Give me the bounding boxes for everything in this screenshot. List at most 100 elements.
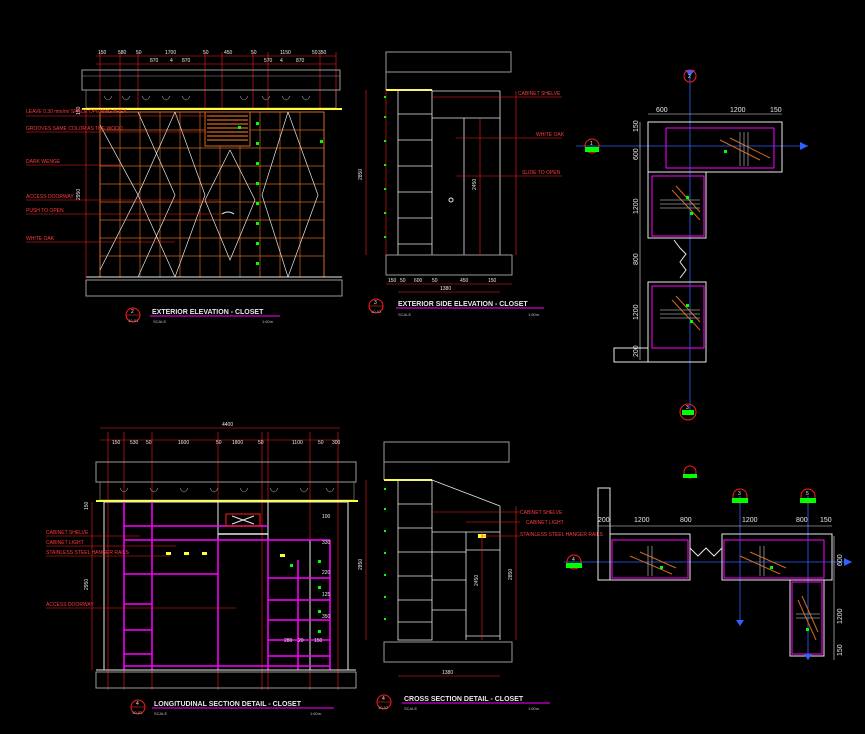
view4-dim-8: 1100 xyxy=(292,440,303,446)
plan1-bubble-1: 1 xyxy=(590,141,593,147)
label-leave-space: LEAVE 0.30 mm/m/ SPACE OPENING AREA xyxy=(26,109,127,115)
plan2-bubble-3: 3 xyxy=(738,491,741,497)
plan1-dim-top-1: 600 xyxy=(656,107,668,114)
view2-number: 3 xyxy=(374,300,377,306)
plan1-bubble-3: 3 xyxy=(686,405,689,411)
plan2-dim-top-3: 800 xyxy=(680,517,692,524)
plan2-dim-top-1: 200 xyxy=(598,517,610,524)
plan2-dim-top-4: 1200 xyxy=(742,517,758,524)
plan1-bubble-2: 2 xyxy=(688,74,691,80)
view1-title: EXTERIOR ELEVATION - CLOSET xyxy=(152,309,264,316)
dim-top-7: 50 xyxy=(251,50,257,56)
view5-title: CROSS SECTION DETAIL - CLOSET xyxy=(404,696,524,703)
plan1-dim-side-1: 150 xyxy=(633,120,640,132)
plan1-dim-side-4: 800 xyxy=(633,253,640,265)
dim-left-1: 150 xyxy=(76,106,82,115)
dim-top-6: 450 xyxy=(224,50,233,56)
label-white-oak: WHITE OAK xyxy=(26,236,55,242)
view4-title: LONGITUDINAL SECTION DETAIL - CLOSET xyxy=(154,701,302,708)
longitudinal-section-view: 4400 150 530 50 1600 50 1800 50 1100 50 … xyxy=(46,422,358,716)
dim-top-1: 150 xyxy=(98,50,107,56)
view4-inner-dim-4: 125 xyxy=(322,592,331,598)
dim-sub-5: 4 xyxy=(280,58,283,64)
view4-dim-2: 530 xyxy=(130,440,139,446)
view2-dim-b2: 50 xyxy=(400,278,406,284)
view4-dim-9: 50 xyxy=(318,440,324,446)
dim-top-5: 50 xyxy=(203,50,209,56)
view2-label-shelve: CABINET SHELVE xyxy=(518,91,561,97)
view5-scale-label: SCALE xyxy=(404,706,417,711)
dim-sub-3: 870 xyxy=(182,58,191,64)
view4-dim-left-1: 150 xyxy=(84,501,90,510)
view4-dim-7: 50 xyxy=(258,440,264,446)
label-push-to-open: PUSH TO OPEN xyxy=(26,208,64,214)
view4-inner-dim-6: 280 xyxy=(284,638,293,644)
label-grooves: GROOVES SAME COLOR AS THE WOOD xyxy=(26,126,123,132)
plan2-bubble-4: 4 xyxy=(572,557,575,563)
view2-dim-total: 1380 xyxy=(440,286,451,292)
view4-label-rails: STAINLESS STEEL HANGER RAILS xyxy=(46,550,129,556)
view4-inner-dim-1: 100 xyxy=(322,514,331,520)
view4-label-shelve: CABINET SHELVE xyxy=(46,530,89,536)
plan2-dim-side-1: 600 xyxy=(837,554,844,566)
view1-scale-label: SCALE xyxy=(153,319,166,324)
view2-label-slide: SLIDE TO OPEN xyxy=(522,170,561,176)
label-dark-wenge: DARK WENGE xyxy=(26,159,61,165)
view2-title: EXTERIOR SIDE ELEVATION - CLOSET xyxy=(398,301,528,308)
view5-dim-height-2: 2450 xyxy=(474,575,480,586)
view5-dim-height-1: 2850 xyxy=(358,559,364,570)
view2-scale: 1:60m. xyxy=(528,312,540,317)
dim-top-9: 50 xyxy=(312,50,318,56)
plan2-dim-top-2: 1200 xyxy=(634,517,650,524)
view4-number: 4 xyxy=(136,701,139,707)
dim-top-2: 580 xyxy=(118,50,127,56)
dim-sub-1: 870 xyxy=(150,58,159,64)
view4-inner-dim-7: 20 xyxy=(298,638,304,644)
dim-sub-6: 870 xyxy=(296,58,305,64)
view5-ref: 10-02 xyxy=(378,705,389,710)
plan2-dim-top-6: 150 xyxy=(820,517,832,524)
plan1-dim-side-3: 1200 xyxy=(633,198,640,214)
dim-left-2: 2950 xyxy=(76,189,82,200)
plan1-dim-side-2: 600 xyxy=(633,148,640,160)
dim-top-3: 50 xyxy=(136,50,142,56)
view4-inner-dim-3: 220 xyxy=(322,570,331,576)
view4-dim-6: 1800 xyxy=(232,440,243,446)
view2-ref: 10-01 xyxy=(371,309,382,314)
view4-label-light: CABINET LIGHT xyxy=(46,540,84,546)
view4-inner-dim-2: 330 xyxy=(322,540,331,546)
plan1-dim-side-5: 1200 xyxy=(633,304,640,320)
view5-label-rails: STAINLESS STEEL HANGER RAILS xyxy=(520,532,603,538)
view1-number: 2 xyxy=(131,309,134,315)
view4-label-access: ACCESS DOORWAY xyxy=(46,602,94,608)
view4-dim-4: 1600 xyxy=(178,440,189,446)
plan1-dim-side-6: 200 xyxy=(633,345,640,357)
cross-section-view: 2850 2450 2850 1380 CABINET SHELVE CABIN… xyxy=(358,441,603,711)
view4-dim-1: 150 xyxy=(112,440,121,446)
view5-label-light: CABINET LIGHT xyxy=(526,520,564,526)
view2-dim-b4: 50 xyxy=(432,278,438,284)
view4-scale-label: SCALE xyxy=(154,711,167,716)
view5-label-shelve: CABINET SHELVE xyxy=(520,510,563,516)
plan2-dim-side-3: 150 xyxy=(837,644,844,656)
closet-plan-view-upper: 600 1200 150 150 600 1200 800 1200 200 xyxy=(576,69,808,421)
plan1-dim-top-2: 1200 xyxy=(730,107,746,114)
view2-dim-b1: 150 xyxy=(388,278,397,284)
view4-scale: 1:60m. xyxy=(310,711,322,716)
view4-dim-3: 50 xyxy=(146,440,152,446)
view4-inner-dim-5: 350 xyxy=(322,614,331,620)
view1-ref: 10-01 xyxy=(128,318,139,323)
dim-sub-4: 570 xyxy=(264,58,273,64)
view2-dim-b6: 150 xyxy=(488,278,497,284)
view2-dim-height-2: 2450 xyxy=(472,179,478,190)
plan2-dim-top-5: 800 xyxy=(796,517,808,524)
dim-sub-2: 4 xyxy=(170,58,173,64)
closet-plan-view-lower: 200 1200 800 1200 800 150 600 1200 150 xyxy=(564,465,852,660)
view4-dim-10: 300 xyxy=(332,440,341,446)
view4-ref: 10-02 xyxy=(132,710,143,715)
plan2-dim-side-2: 1200 xyxy=(837,608,844,624)
dim-top-8: 1150 xyxy=(280,50,291,56)
view2-label-white-oak: WHITE OAK xyxy=(536,132,565,138)
view4-dim-total: 4400 xyxy=(222,422,233,428)
